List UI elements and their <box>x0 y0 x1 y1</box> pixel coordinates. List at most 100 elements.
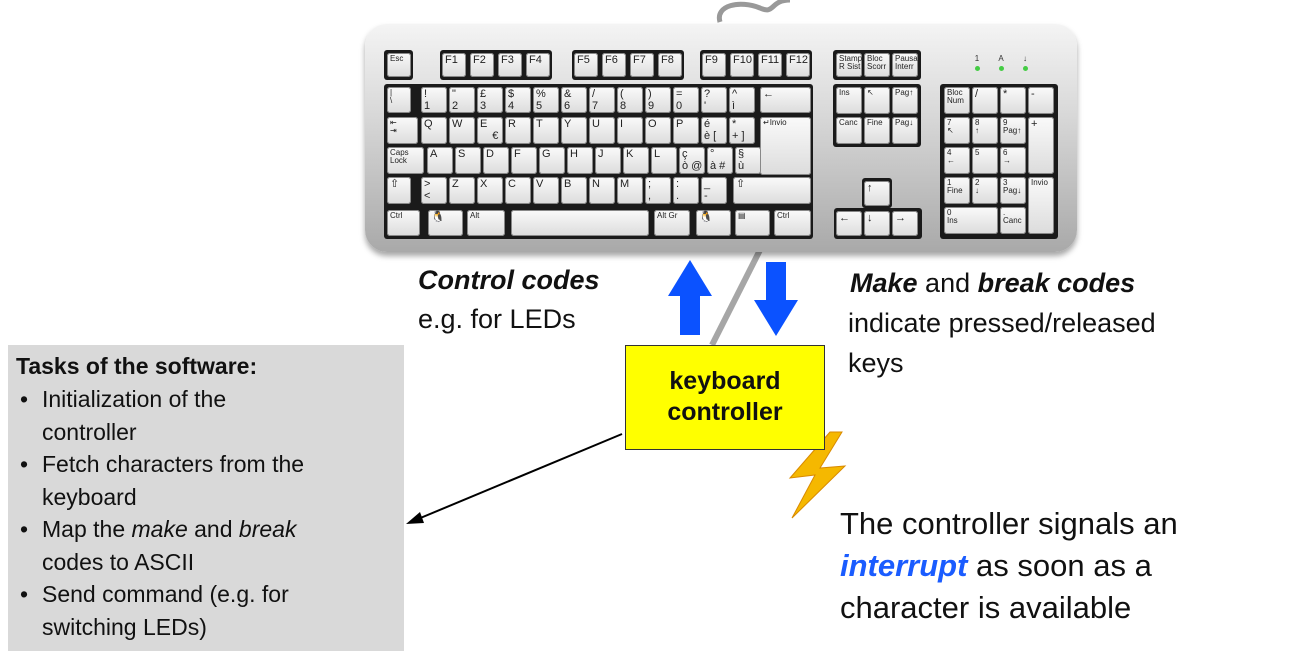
key-=-0[interactable]: = 0 <box>673 87 699 113</box>
key-←[interactable]: ← <box>760 87 811 113</box>
key->-<[interactable]: > < <box>421 177 447 204</box>
key-ctrl[interactable]: Ctrl <box>387 210 420 236</box>
key-d[interactable]: D <box>483 147 509 174</box>
key-bloc-num[interactable]: Bloc Num <box>944 87 970 114</box>
key-8-↑[interactable]: 8 ↑ <box>972 117 998 144</box>
key-u[interactable]: U <box>589 117 615 144</box>
key-ç-ò-@[interactable]: ç ò @ <box>679 147 705 174</box>
key-f6[interactable]: F6 <box>602 53 626 77</box>
key-caps-lock[interactable]: Caps Lock <box>387 147 424 174</box>
key-2-↓[interactable]: 2 ↓ <box>972 177 998 204</box>
key-?-'[interactable]: ? ' <box>701 87 727 113</box>
key-j[interactable]: J <box>595 147 621 174</box>
key--[interactable]: - <box>1028 87 1054 114</box>
key-f12[interactable]: F12 <box>786 53 810 77</box>
key-fine[interactable]: Fine <box>864 117 890 144</box>
key-.-canc[interactable]: . Canc <box>1000 207 1026 234</box>
key-"-2[interactable]: " 2 <box>449 87 475 113</box>
key-↵invio[interactable]: ↵Invio <box>760 117 811 175</box>
key-n[interactable]: N <box>589 177 615 204</box>
key-§-ù[interactable]: § ù <box>735 147 761 174</box>
key-alt[interactable]: Alt <box>467 210 505 236</box>
key-z[interactable]: Z <box>449 177 475 204</box>
key-)-9[interactable]: ) 9 <box>645 87 671 113</box>
key-e-€[interactable]: E € <box>477 117 503 144</box>
key-/[interactable]: / <box>972 87 998 114</box>
key-↖[interactable]: ↖ <box>864 87 890 114</box>
key-stamp-r-sist[interactable]: Stamp R Sist <box>836 53 862 77</box>
key-f2[interactable]: F2 <box>470 53 494 77</box>
key-f11[interactable]: F11 <box>758 53 782 77</box>
key-|-\[interactable]: | \ <box>387 87 411 113</box>
key-⇧[interactable]: ⇧ <box>387 177 411 204</box>
key-%-5[interactable]: % 5 <box>533 87 559 113</box>
key-:-.[interactable]: : . <box>673 177 699 204</box>
key-ctrl[interactable]: Ctrl <box>774 210 811 236</box>
key-f3[interactable]: F3 <box>498 53 522 77</box>
key-p[interactable]: P <box>673 117 699 144</box>
key-°-à-#[interactable]: ° à # <box>707 147 733 174</box>
key-🐧[interactable]: 🐧 <box>696 210 731 236</box>
key-f1[interactable]: F1 <box>442 53 466 77</box>
key-→[interactable]: → <box>892 211 918 236</box>
key-q[interactable]: Q <box>421 117 447 144</box>
key-+[interactable]: + <box>1028 117 1054 174</box>
key-space[interactable] <box>511 210 649 236</box>
key-$-4[interactable]: $ 4 <box>505 87 531 113</box>
key-1-fine[interactable]: 1 Fine <box>944 177 970 204</box>
key-▤[interactable]: ▤ <box>735 210 770 236</box>
key-t[interactable]: T <box>533 117 559 144</box>
key-f4[interactable]: F4 <box>526 53 550 77</box>
key-y[interactable]: Y <box>561 117 587 144</box>
key-l[interactable]: L <box>651 147 677 174</box>
key-h[interactable]: H <box>567 147 593 174</box>
key-5[interactable]: 5 <box>972 147 998 174</box>
key-f8[interactable]: F8 <box>658 53 682 77</box>
key-⇧[interactable]: ⇧ <box>733 177 811 204</box>
key-s[interactable]: S <box>455 147 481 174</box>
key-🐧[interactable]: 🐧 <box>428 210 463 236</box>
key-f7[interactable]: F7 <box>630 53 654 77</box>
key-*[interactable]: * <box>1000 87 1026 114</box>
key-_--[interactable]: _ - <box>701 177 727 204</box>
key-←[interactable]: ← <box>836 211 862 236</box>
key-i[interactable]: I <box>617 117 643 144</box>
key-&-6[interactable]: & 6 <box>561 87 587 113</box>
key-^-ì[interactable]: ^ ì <box>729 87 755 113</box>
key-f5[interactable]: F5 <box>574 53 598 77</box>
key-é-è-[[interactable]: é è [ <box>701 117 727 144</box>
key-⇤-⇥[interactable]: ⇤ ⇥ <box>387 117 418 144</box>
key-7-↖[interactable]: 7 ↖ <box>944 117 970 144</box>
key-x[interactable]: X <box>477 177 503 204</box>
key-↑[interactable]: ↑ <box>864 181 890 206</box>
key-esc[interactable]: Esc <box>387 53 411 77</box>
key-!-1[interactable]: ! 1 <box>421 87 447 113</box>
key-f9[interactable]: F9 <box>702 53 726 77</box>
key-o[interactable]: O <box>645 117 671 144</box>
key-c[interactable]: C <box>505 177 531 204</box>
key-;-,[interactable]: ; , <box>645 177 671 204</box>
key-0-ins[interactable]: 0 Ins <box>944 207 998 234</box>
key-canc[interactable]: Canc <box>836 117 862 144</box>
key-g[interactable]: G <box>539 147 565 174</box>
key-/-7[interactable]: / 7 <box>589 87 615 113</box>
key-b[interactable]: B <box>561 177 587 204</box>
key-ins[interactable]: Ins <box>836 87 862 114</box>
key-a[interactable]: A <box>427 147 453 174</box>
key-v[interactable]: V <box>533 177 559 204</box>
key-4-←[interactable]: 4 ← <box>944 147 970 174</box>
key-3-pag↓[interactable]: 3 Pag↓ <box>1000 177 1026 204</box>
key-9-pag↑[interactable]: 9 Pag↑ <box>1000 117 1026 144</box>
key-f10[interactable]: F10 <box>730 53 754 77</box>
key-k[interactable]: K <box>623 147 649 174</box>
key-pag↑[interactable]: Pag↑ <box>892 87 918 114</box>
key-r[interactable]: R <box>505 117 531 144</box>
key-pag↓[interactable]: Pag↓ <box>892 117 918 144</box>
key-pausa-interr[interactable]: Pausa Interr <box>892 53 918 77</box>
key-alt-gr[interactable]: Alt Gr <box>654 210 690 236</box>
key-w[interactable]: W <box>449 117 475 144</box>
key-m[interactable]: M <box>617 177 643 204</box>
key-↓[interactable]: ↓ <box>864 211 890 236</box>
key-£-3[interactable]: £ 3 <box>477 87 503 113</box>
key-(-8[interactable]: ( 8 <box>617 87 643 113</box>
